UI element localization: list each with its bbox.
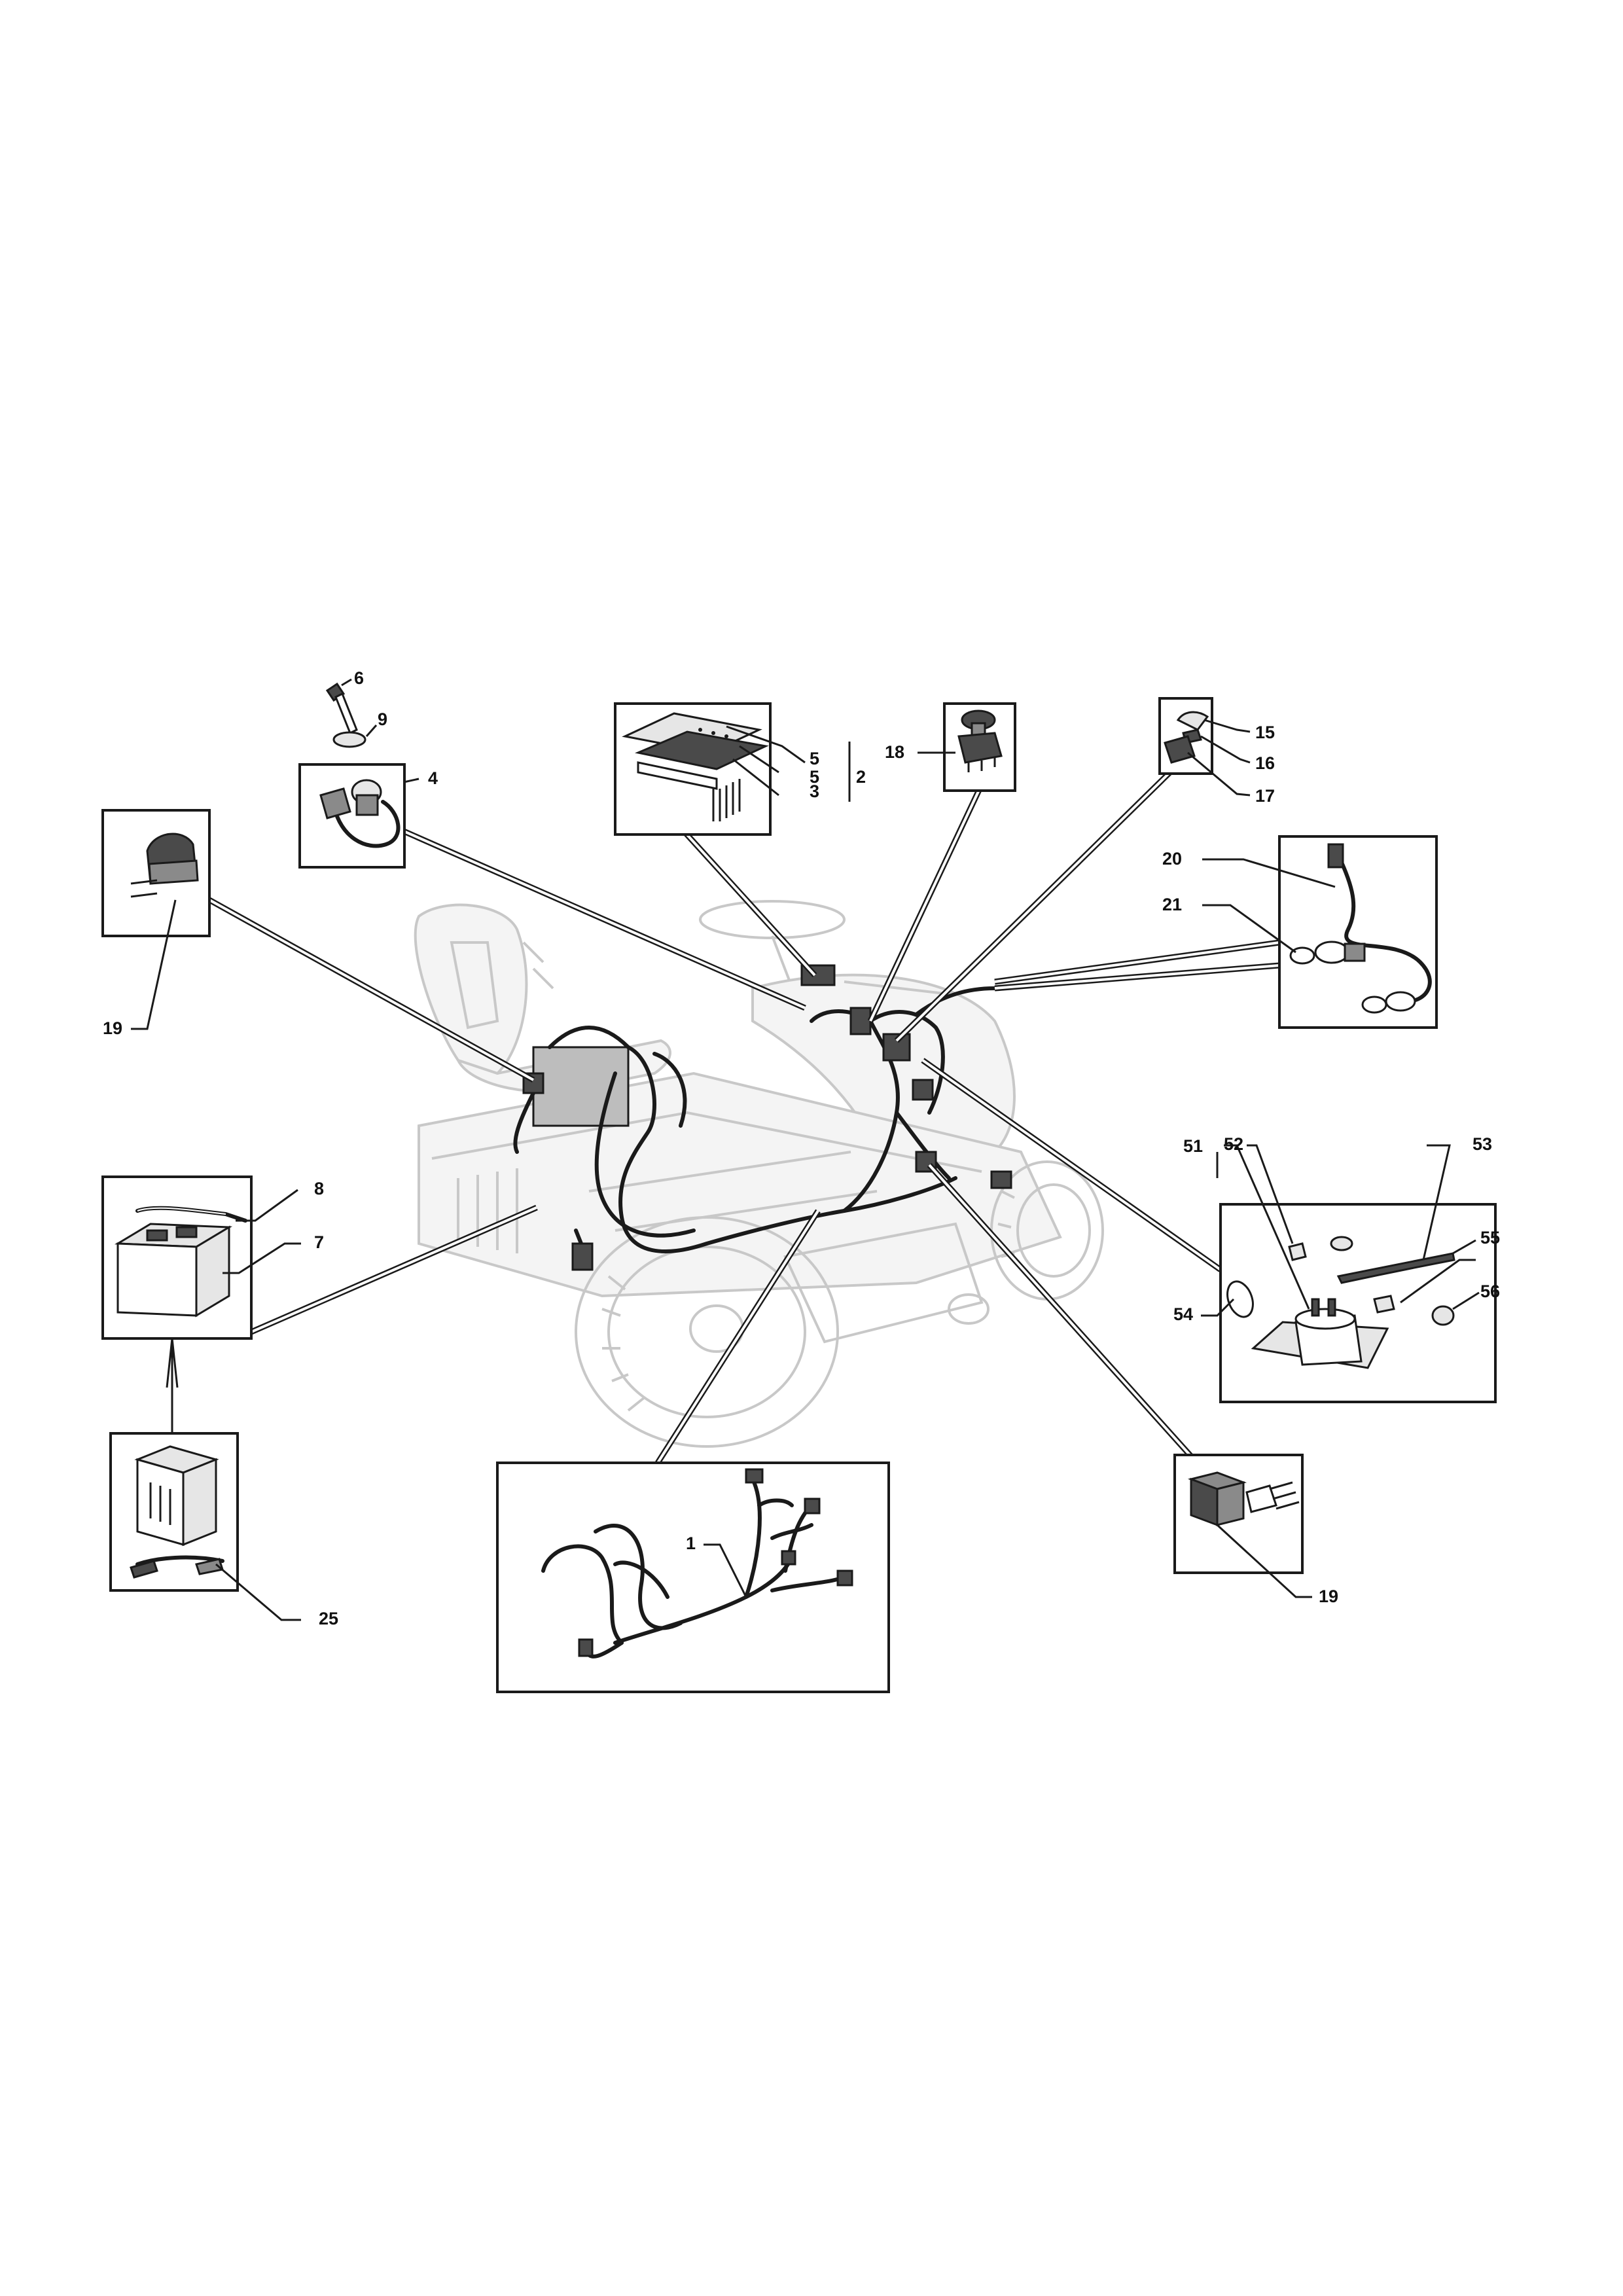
- label-7: 7: [314, 1232, 324, 1252]
- harness-connector-switch: [912, 1079, 934, 1101]
- charger-side: [182, 1458, 217, 1547]
- callout-box-ignition-key: [298, 763, 406, 869]
- switch-base: [1164, 735, 1196, 764]
- label-20: 20: [1162, 849, 1182, 869]
- label-55: 55: [1480, 1228, 1500, 1247]
- key-washer: [332, 731, 366, 748]
- cable-tie: [1336, 1252, 1455, 1284]
- label-5: 5: [810, 749, 819, 768]
- installed-battery: [532, 1046, 630, 1127]
- callout-box-rocker-switch-left: [101, 809, 211, 937]
- label-56: 56: [1480, 1282, 1500, 1301]
- callout-box-solenoid: [1219, 1203, 1497, 1403]
- pto-switch-body: [957, 732, 1003, 764]
- label-3: 3: [810, 781, 819, 801]
- label-1: 1: [686, 1534, 696, 1553]
- battery-terminal-neg: [146, 1229, 168, 1242]
- harness-connector-dash: [800, 964, 836, 986]
- switch-cap: [1176, 711, 1209, 731]
- relay-side: [1216, 1481, 1245, 1526]
- harness-connector-key: [849, 1007, 872, 1035]
- light-connector: [1327, 843, 1344, 869]
- label-9: 9: [378, 709, 387, 729]
- callout-box-battery: [101, 1175, 253, 1340]
- label-21: 21: [1162, 895, 1182, 914]
- callout-connectors: [166, 763, 1280, 1465]
- harness-connector-front: [990, 1170, 1012, 1189]
- bulb-right: [1361, 996, 1387, 1014]
- callout-box-wiring-harness: [496, 1462, 890, 1693]
- callout-box-dashboard: [614, 702, 772, 836]
- label-18: 18: [885, 742, 904, 762]
- label-54: 54: [1173, 1304, 1193, 1324]
- bulb-left: [1289, 946, 1315, 965]
- harness-plug-b: [804, 1498, 821, 1515]
- label-19-top: 19: [103, 1018, 122, 1038]
- callout-box-pto-switch: [943, 702, 1016, 792]
- label-25: 25: [319, 1609, 338, 1628]
- label-15: 15: [1255, 723, 1275, 742]
- headlight-housing-left: [1314, 941, 1349, 964]
- label-6: 6: [354, 668, 364, 688]
- callout-box-headlights: [1278, 835, 1438, 1029]
- ignition-switch-body: [355, 794, 379, 816]
- callout-box-switches: [1158, 697, 1213, 775]
- nut-small-2: [1330, 1236, 1353, 1251]
- label-2: 2: [856, 767, 866, 787]
- harness-plug-c: [836, 1570, 853, 1587]
- ignition-connector: [319, 787, 351, 819]
- battery-terminal-pos: [175, 1226, 198, 1238]
- relay-socket: [1245, 1484, 1277, 1513]
- headlight-housing-right: [1385, 991, 1416, 1012]
- label-17: 17: [1255, 786, 1275, 806]
- harness-connector-rear: [571, 1242, 594, 1271]
- harness-plug-d: [781, 1550, 796, 1566]
- nut-small-1: [1288, 1242, 1307, 1261]
- battery-front: [116, 1242, 198, 1317]
- label-19-bottom: 19: [1319, 1587, 1338, 1606]
- part-key: [325, 682, 366, 748]
- label-53: 53: [1472, 1134, 1492, 1154]
- label-51: 51: [1183, 1136, 1203, 1156]
- charger-clip-black: [130, 1560, 158, 1579]
- label-52: 52: [1224, 1134, 1243, 1154]
- label-16: 16: [1255, 753, 1275, 773]
- callout-box-relay: [1173, 1454, 1304, 1574]
- bolt-head: [1373, 1295, 1395, 1314]
- label-8: 8: [314, 1179, 324, 1198]
- nut-56: [1431, 1305, 1455, 1326]
- dashboard-frame: [637, 761, 718, 790]
- installed-wiring-harness: [513, 964, 1012, 1271]
- label-5b: 5: [810, 767, 819, 787]
- battery-side: [195, 1225, 230, 1318]
- harness-plug-a: [745, 1468, 764, 1484]
- harness-plug-e: [578, 1638, 594, 1657]
- label-4: 4: [428, 768, 438, 788]
